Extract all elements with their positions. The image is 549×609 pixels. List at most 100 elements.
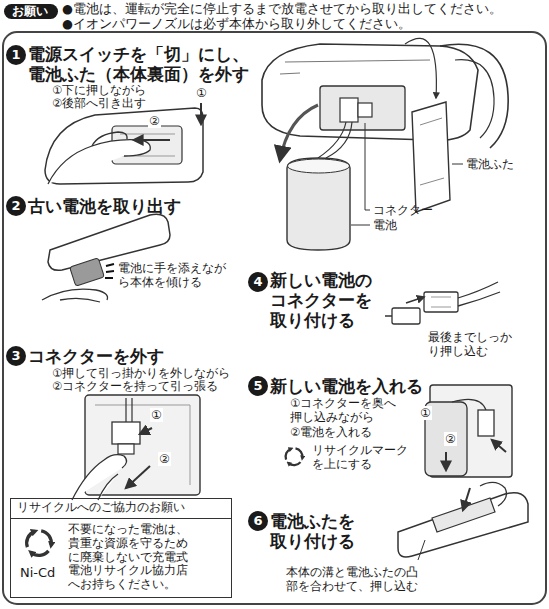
disconnect-drawing — [140, 428, 152, 434]
cover-removal-drawing — [134, 139, 170, 141]
step-title: 新しい電池を入れる — [270, 376, 423, 396]
cover-attach-drawing — [418, 540, 425, 560]
step-substep: ②後部へ引き出す — [52, 97, 146, 111]
disconnect-drawing — [126, 466, 150, 488]
connector-drawing — [392, 308, 420, 324]
cover-removal-drawing — [45, 108, 203, 184]
step-number: 6 — [248, 511, 268, 531]
part-label: コネクター — [373, 203, 433, 217]
battery-insert-drawing — [445, 452, 447, 470]
step-number: 2 — [6, 196, 26, 216]
connector-drawing — [385, 315, 392, 317]
connector-drawing — [458, 282, 500, 306]
vacuum-body-drawing — [280, 60, 430, 74]
disconnect-drawing — [72, 455, 127, 500]
notice-tag: お願い — [4, 4, 58, 19]
step-title: 新しい電池のコネクターを取り付ける — [270, 270, 377, 330]
battery-removal-drawing — [105, 264, 114, 278]
vacuum-body-drawing — [287, 158, 350, 250]
vacuum-body-drawing — [452, 164, 463, 165]
vacuum-body-drawing — [280, 105, 318, 160]
chemistry-mark: Ni-Cd — [20, 565, 55, 581]
callout-number: ① — [195, 86, 208, 100]
vacuum-body-drawing — [420, 118, 444, 185]
node-text: 1 — [11, 45, 20, 65]
cover-attach-drawing — [480, 482, 506, 506]
step-substep: ①下に押しながら — [52, 84, 146, 98]
vacuum-body-drawing — [320, 86, 405, 130]
step-number: 1 — [6, 45, 26, 65]
cover-removal-drawing — [45, 103, 203, 184]
callout-number: ② — [444, 432, 457, 446]
cover-removal-drawing — [48, 140, 150, 184]
step-substep: ②コネクターを持って引っ張る — [52, 380, 218, 394]
disconnect-drawing — [72, 395, 200, 500]
recycle-symbol — [27, 531, 52, 556]
instruction-note: リサイクルマークを上にする — [312, 444, 419, 471]
connector-drawing — [385, 282, 500, 324]
node-text: お願い — [12, 4, 48, 19]
vacuum-body-drawing — [262, 38, 508, 250]
disconnect-drawing — [112, 422, 140, 444]
battery-insert-drawing — [478, 410, 494, 436]
instruction-note: 本体の溝と電池ふたの凸部を合わせて、押し込む — [286, 566, 427, 593]
cover-removal-drawing — [200, 103, 202, 124]
battery-insert-drawing — [452, 399, 486, 410]
note-text: ●イオンパワーノズルは必ず本体から取り外してください。 — [62, 17, 411, 32]
vacuum-body-drawing — [405, 38, 436, 98]
vacuum-body-drawing — [412, 102, 450, 212]
cover-attach-drawing — [398, 493, 528, 557]
node-text: 3 — [11, 346, 20, 366]
step-title: 電池ふたを取り付ける — [270, 511, 360, 551]
callout-number: ① — [419, 406, 432, 420]
battery-removal-drawing — [70, 258, 105, 286]
box-body: 不要になった電池は、貴重な資源を守るために廃棄しないで充電式電池リサイクル協力店… — [68, 523, 198, 592]
instruction-note: 電池に手を添えながら本体を傾ける — [118, 262, 236, 289]
step-substep: ①押して引っ掛かりを外しながら — [52, 367, 230, 381]
connector-drawing — [424, 292, 458, 312]
vacuum-body-drawing — [455, 60, 494, 138]
callout-number: ① — [150, 408, 163, 422]
connector-drawing — [406, 297, 424, 303]
step-number: 3 — [6, 346, 26, 366]
step-title: 古い電池を取り出す — [28, 196, 181, 216]
vacuum-body-drawing — [358, 103, 372, 117]
part-label: 電池 — [373, 218, 397, 232]
node-text: 6 — [253, 511, 262, 531]
main-frame — [3, 32, 546, 604]
vacuum-body-drawing — [440, 44, 508, 148]
battery-insert-drawing — [286, 385, 512, 477]
part-label: 電池ふた — [466, 157, 514, 171]
box-heading: リサイクルへのご協力のお願い — [11, 499, 231, 519]
step-number: 4 — [248, 272, 268, 292]
node-text: 2 — [11, 196, 20, 216]
connector-drawing — [431, 297, 451, 307]
step-substep: ①コネクターを奥へ押し込みながら — [290, 397, 397, 424]
cover-attach-drawing — [398, 482, 528, 560]
vacuum-body-drawing — [318, 122, 352, 158]
battery-removal-drawing — [42, 214, 170, 302]
vacuum-body-drawing — [288, 159, 350, 173]
node-text: 5 — [253, 376, 262, 396]
cover-removal-drawing — [92, 132, 127, 146]
cover-attach-drawing — [432, 498, 495, 532]
disconnect-drawing — [126, 398, 132, 422]
step-substep: ②電池を入れる — [290, 426, 372, 440]
callout-number: ② — [148, 114, 161, 128]
node-text: 4 — [253, 272, 262, 292]
instruction-note: 最後までしっかり押し込む — [428, 331, 523, 358]
callout-number: ② — [158, 452, 171, 466]
disconnect-drawing — [118, 444, 134, 454]
vacuum-body-drawing — [365, 123, 370, 210]
recycle-symbol — [286, 448, 303, 465]
battery-removal-drawing — [42, 289, 108, 302]
recycle-note-box: リサイクルへのご協力のお願い不要になった電池は、貴重な資源を守るために廃棄しない… — [10, 498, 232, 598]
step-title: 電源スイッチを「切」にし、電池ふた（本体裏面）を外す — [28, 44, 254, 84]
vacuum-body-drawing — [351, 225, 370, 226]
note-text: ●電池は、運転が完全に停止するまで放電させてから取り出してください。 — [62, 2, 502, 17]
step-number: 5 — [248, 376, 268, 396]
battery-insert-drawing — [492, 440, 506, 452]
vacuum-body-drawing — [340, 98, 358, 122]
cover-attach-drawing — [463, 488, 470, 510]
